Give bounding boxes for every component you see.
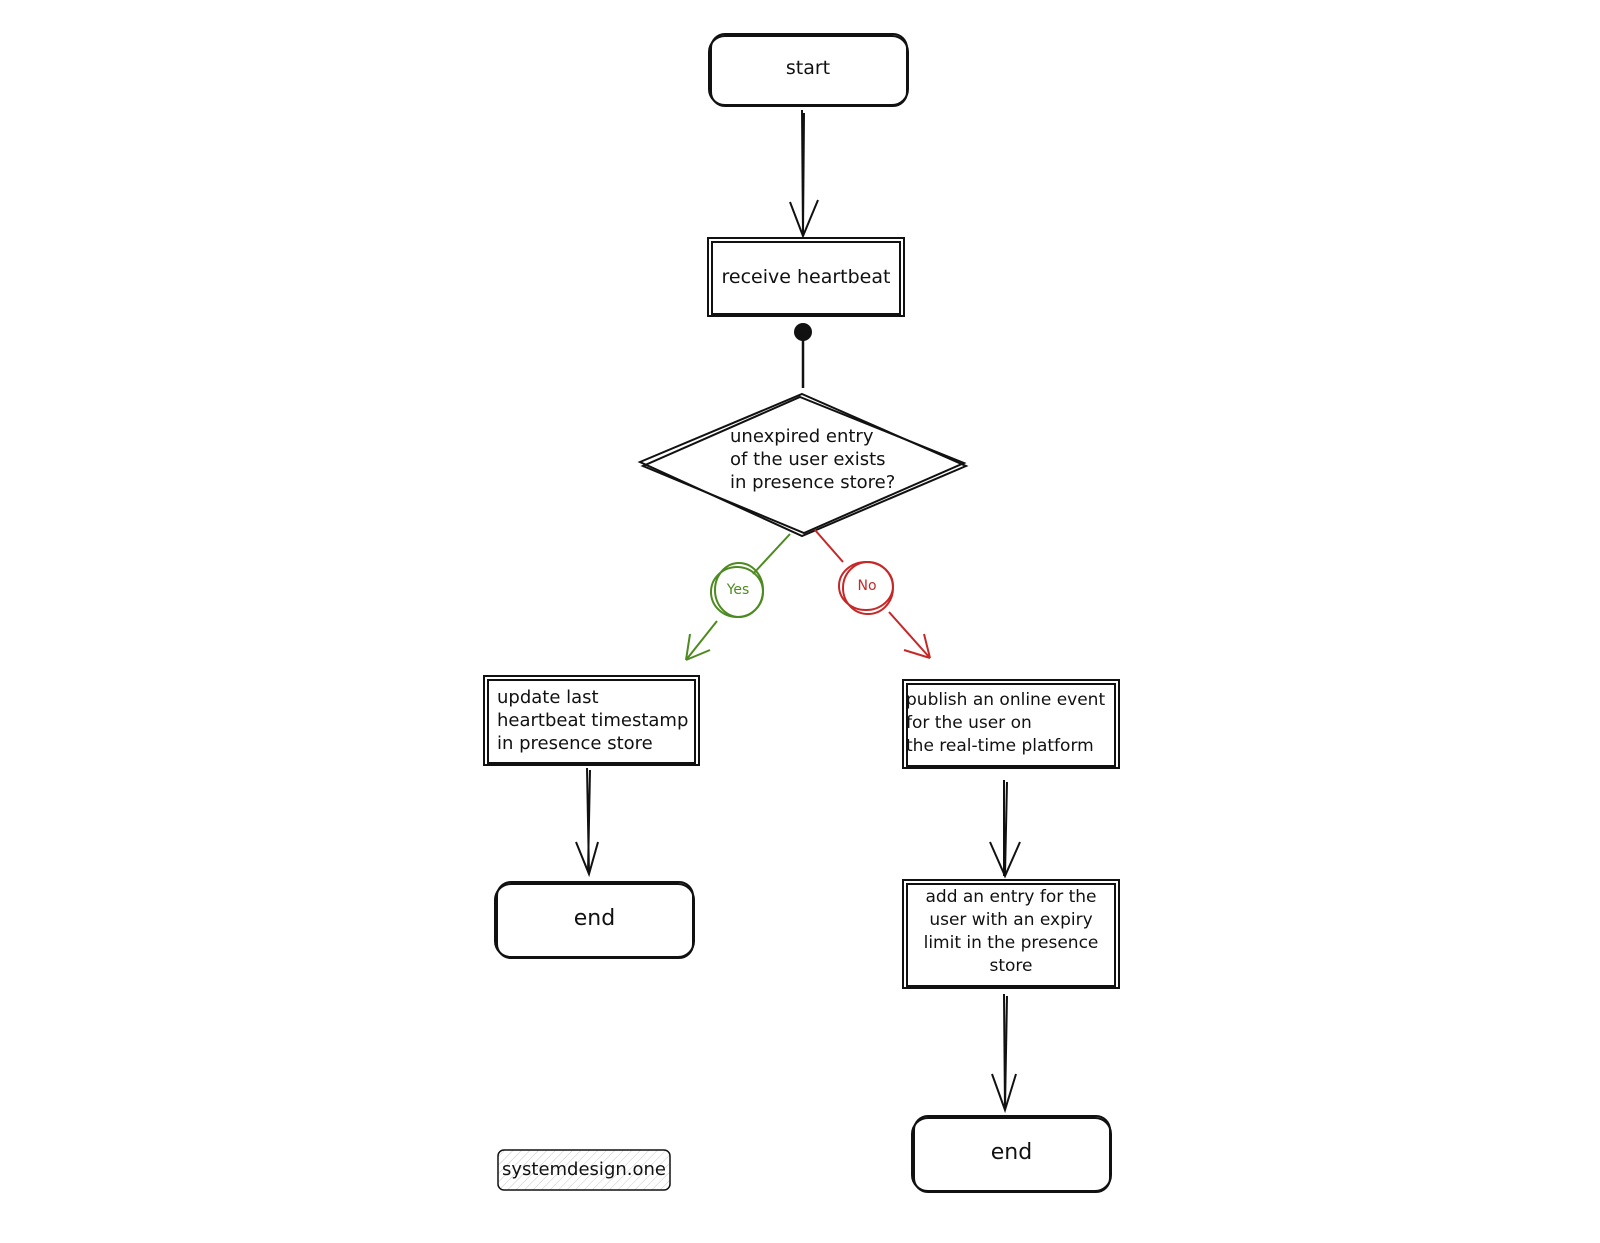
publish-line-3: the real-time platform xyxy=(906,736,1094,756)
update-timestamp-label: update last heartbeat timestamp in prese… xyxy=(497,686,697,755)
publish-event-label: publish an online event for the user on … xyxy=(906,689,1118,758)
yes-branch-arrow xyxy=(685,533,791,661)
decision-line-3: in presence store? xyxy=(730,472,896,493)
publish-line-2: for the user on xyxy=(906,713,1032,733)
end-right-label: end xyxy=(990,1140,1033,1165)
no-badge-circle xyxy=(838,561,894,615)
update-line-2: heartbeat timestamp xyxy=(497,710,689,731)
arrow-publish-to-add xyxy=(989,780,1021,879)
watermark-label: systemdesign.one xyxy=(501,1159,666,1180)
add-line-3: limit in the presence xyxy=(923,933,1099,953)
add-line-1: add an entry for the xyxy=(925,887,1097,907)
watermark-badge xyxy=(497,1149,671,1191)
add-entry-box xyxy=(902,879,1120,989)
decision-diamond xyxy=(637,392,969,538)
add-line-4: store xyxy=(989,956,1033,976)
end-left-terminal xyxy=(494,881,695,959)
publish-line-1: publish an online event xyxy=(906,690,1106,710)
no-label: No xyxy=(857,578,877,594)
end-right-terminal xyxy=(911,1115,1112,1193)
yes-label: Yes xyxy=(726,582,750,598)
connector-receive-to-decision xyxy=(794,323,812,388)
start-terminal xyxy=(708,33,909,107)
no-branch-arrow xyxy=(814,529,931,659)
start-label: start xyxy=(785,57,831,79)
receive-heartbeat-box xyxy=(707,237,905,317)
add-entry-label: add an entry for the user with an expiry… xyxy=(905,886,1117,978)
arrow-start-to-receive xyxy=(789,109,819,239)
decision-label: unexpired entry of the user exists in pr… xyxy=(730,425,930,494)
update-line-1: update last xyxy=(497,687,599,708)
arrow-add-to-end xyxy=(991,993,1017,1114)
yes-badge-circle xyxy=(710,562,764,618)
end-left-label: end xyxy=(573,906,616,931)
decision-line-1: unexpired entry xyxy=(730,426,874,447)
add-line-2: user with an expiry xyxy=(929,910,1093,930)
decision-line-2: of the user exists xyxy=(730,449,886,470)
update-timestamp-box xyxy=(483,675,700,766)
update-line-3: in presence store xyxy=(497,733,653,754)
receive-heartbeat-label: receive heartbeat xyxy=(721,266,891,288)
publish-event-box xyxy=(902,679,1120,769)
arrow-update-to-end xyxy=(575,767,599,878)
